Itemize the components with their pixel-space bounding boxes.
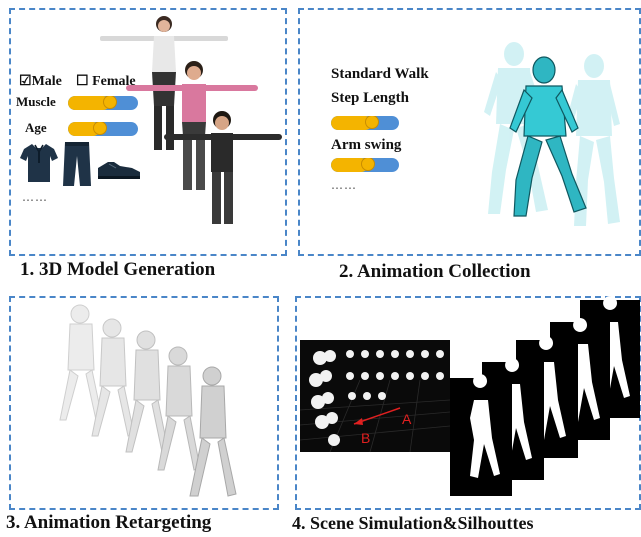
simulated-scene-view: [299, 340, 451, 453]
step-length-label: Step Length: [331, 90, 409, 106]
male-label: Male: [31, 74, 62, 89]
standard-walk-label: Standard Walk: [331, 66, 429, 82]
age-slider-fill: [68, 122, 100, 136]
retarget-figure-4: [157, 346, 201, 471]
more-parameters-ellipsis: ……: [331, 178, 357, 192]
gender-male-option[interactable]: ☑Male: [19, 73, 62, 90]
panel-3-caption: 3. Animation Retargeting: [6, 512, 212, 533]
muscle-slider-fill: [68, 96, 110, 110]
slider-knob[interactable]: [361, 158, 376, 171]
panel-3d-model-generation: [9, 8, 287, 256]
male-tpose-figure-pink: [126, 61, 258, 190]
shoe-icon: [98, 162, 140, 179]
arm-swing-slider[interactable]: [331, 158, 399, 172]
arrow-label-a: A: [402, 411, 412, 427]
direction-arrowhead: [354, 418, 363, 425]
panel-2-caption: 2. Animation Collection: [339, 261, 531, 282]
panel-4-caption: 4. Scene Simulation&Silhouttes: [292, 513, 534, 533]
male-checkbox[interactable]: ☑: [19, 74, 32, 89]
arm-swing-label: Arm swing: [331, 137, 402, 153]
age-label: Age: [25, 120, 47, 135]
armature-walk-ghost-front: [566, 54, 620, 226]
more-options-ellipsis: ……: [22, 190, 48, 204]
gender-female-option[interactable]: ☐ Female: [76, 73, 136, 90]
step-length-slider-fill: [331, 116, 372, 130]
armature-walk-figure: [509, 56, 587, 217]
retarget-figure-2: [91, 318, 135, 437]
panel-animation-retargeting: [9, 296, 279, 510]
slider-knob[interactable]: [103, 96, 117, 109]
female-label: Female: [92, 74, 136, 89]
shirt-icon: [20, 144, 58, 182]
silhouette-frame-1: [450, 374, 512, 496]
muscle-label: Muscle: [16, 94, 56, 109]
female-tpose-figure: [100, 16, 228, 150]
slider-knob[interactable]: [364, 116, 379, 129]
male-tpose-figure-dark: [164, 111, 282, 224]
step-length-slider[interactable]: [331, 116, 399, 130]
camera-icons: [309, 350, 444, 446]
muscle-slider[interactable]: [68, 96, 138, 110]
age-slider[interactable]: [68, 122, 138, 136]
slider-knob[interactable]: [92, 122, 107, 135]
arm-swing-slider-fill: [331, 158, 369, 172]
arrow-label-b: B: [361, 430, 371, 446]
retargeted-walk-sequence: [59, 304, 237, 497]
pants-icon: [63, 142, 91, 186]
female-checkbox[interactable]: ☐: [76, 74, 89, 89]
retarget-figure-1: [59, 304, 103, 421]
silhouette-frame-stack: [450, 296, 640, 496]
panel-animation-collection: [298, 8, 641, 256]
retarget-figure-3: [125, 330, 169, 453]
retarget-figure-5: [189, 366, 237, 497]
panel-1-caption: 1. 3D Model Generation: [20, 259, 216, 280]
